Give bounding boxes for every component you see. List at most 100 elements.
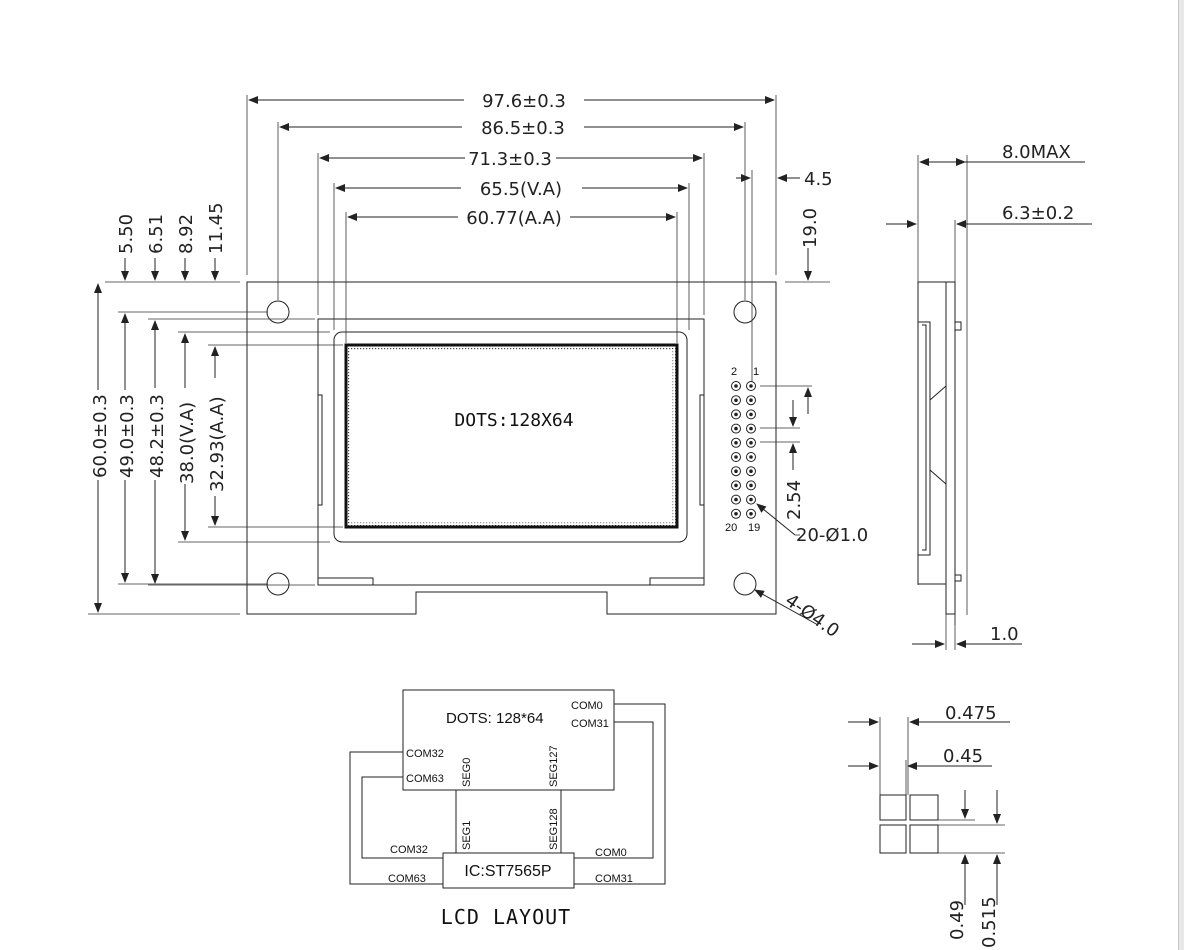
pin-hole-center [749,483,753,488]
dim-pin-pitch: 2.54 [784,480,805,520]
layout-com32-left: COM32 [406,748,444,760]
pin-hole [746,395,756,406]
dim-bezel-height: 48.2±0.3 [147,394,168,478]
layout-com31-top: COM31 [571,718,609,730]
pin-hole [731,437,741,448]
pin-label-20: 20 [725,522,737,534]
dim-pin-holes: 20-Ø1.0 [796,525,868,546]
pin-hole-center [734,512,738,516]
pin-hole-center [734,441,738,445]
dim-hole-pitch-width: 86.5±0.3 [481,118,565,139]
dim-pin-offset: 4.5 [804,169,833,190]
height-dimensions: 60.0±0.3 49.0±0.3 48.2±0.3 38.0(V.A) 32.… [88,283,343,615]
pin-hole-center [734,398,738,403]
pin-header [731,381,756,519]
pin-hole [731,494,741,505]
dim-dot-size-y: 0.49 [947,900,968,940]
pin-hole [731,508,741,519]
layout-com0-ic: COM0 [595,847,627,859]
pin-hole-center [734,483,738,488]
pin-hole-center [734,469,738,474]
dim-outline-width: 97.6±0.3 [482,91,566,112]
window-edge-scrollbar [1178,0,1184,950]
dot-detail: 0.475 0.45 0.49 0.515 [848,703,1010,948]
layout-com31-ic: COM31 [595,873,633,885]
dim-offset-651: 6.51 [146,214,167,254]
pin-hole-center [734,412,738,417]
pin-hole-center [749,497,753,502]
pin-label-1: 1 [753,366,759,378]
pin-hole [731,480,741,491]
mount-hole-callout: 4-Ø4.0 [754,589,843,642]
lcd-layout: DOTS: 128*64 COM0 COM31 COM32 COM63 SEG0… [349,689,666,929]
layout-seg1: SEG1 [461,821,473,850]
pin-hole [746,466,756,477]
layout-com0-top: COM0 [571,700,603,712]
pin-hole-center [749,441,753,445]
layout-dots-label: DOTS: 128*64 [446,710,544,727]
pin-hole [746,437,756,448]
pin-hole-center [749,412,753,417]
pin-hole [731,395,741,406]
pin-hole-center [749,426,753,431]
layout-title: LCD LAYOUT [441,905,571,929]
dim-bezel-width: 71.3±0.3 [468,149,552,170]
layout-seg128: SEG128 [548,808,560,850]
dim-offset-1145: 11.45 [206,202,227,254]
pin-hole [746,423,756,434]
pin-hole-center [749,398,753,403]
side-profile: 8.0MAX 6.3±0.2 1.0 [886,142,1092,650]
screen-dots-label: DOTS:128X64 [454,410,573,431]
layout-com63-ic: COM63 [388,873,426,885]
pin-hole-center [734,426,738,431]
pin-hole [731,381,741,391]
pin-position-dimensions: 4.5 19.0 2.54 20-Ø1.0 [736,169,868,546]
left-offset-dimensions: 5.50 6.51 8.92 11.45 [105,202,240,283]
bezel [317,318,705,586]
pin-hole [731,466,741,477]
pin-hole [731,409,741,420]
pin-hole-center [749,384,753,388]
dim-pin-top: 19.0 [800,208,821,248]
pin-hole-center [734,455,738,459]
dim-pcb-thickness: 1.0 [990,624,1019,645]
dim-active-area-height: 32.93(A.A) [207,396,228,492]
dim-body-thickness: 6.3±0.2 [1002,203,1074,224]
pin-hole-center [734,384,738,388]
module-outline [246,281,777,615]
layout-com63-left: COM63 [406,773,444,785]
dim-active-area-width: 60.77(A.A) [466,208,562,229]
active-area: DOTS:128X64 [344,343,679,529]
pin-hole-center [734,497,738,502]
pin-hole [746,494,756,505]
pin-hole [731,452,741,462]
pin-label-2: 2 [731,366,737,378]
dim-offset-892: 8.92 [176,214,197,254]
dim-hole-pitch-height: 49.0±0.3 [117,394,138,478]
dim-offset-550: 5.50 [116,214,137,254]
dim-dot-pitch-x: 0.475 [945,703,997,724]
pin-hole-center [749,455,753,459]
pin-hole [746,508,756,519]
pin-hole-center [749,469,753,474]
dim-dot-pitch-y: 0.515 [979,896,1000,948]
pin-hole [731,423,741,434]
dim-max-thickness: 8.0MAX [1002,142,1071,163]
layout-ic-label: IC:ST7565P [464,863,551,880]
layout-com32-ic: COM32 [390,844,428,856]
dim-outline-height: 60.0±0.3 [90,394,111,478]
pin-hole [746,452,756,462]
dim-mount-holes: 4-Ø4.0 [781,590,843,642]
dim-dot-size-x: 0.45 [943,746,983,767]
pin-hole [746,480,756,491]
pin-hole-center [749,512,753,516]
width-dimensions: 97.6±0.3 86.5±0.3 71.3±0.3 65.5(V.A) 60.… [246,91,777,343]
dim-view-area-height: 38.0(V.A) [177,402,198,484]
pin-hole [746,381,756,391]
pin-hole [746,409,756,420]
layout-seg0: SEG0 [461,758,473,787]
dim-view-area-width: 65.5(V.A) [480,179,562,200]
pin-label-19: 19 [748,522,760,534]
layout-seg127: SEG127 [548,745,560,787]
